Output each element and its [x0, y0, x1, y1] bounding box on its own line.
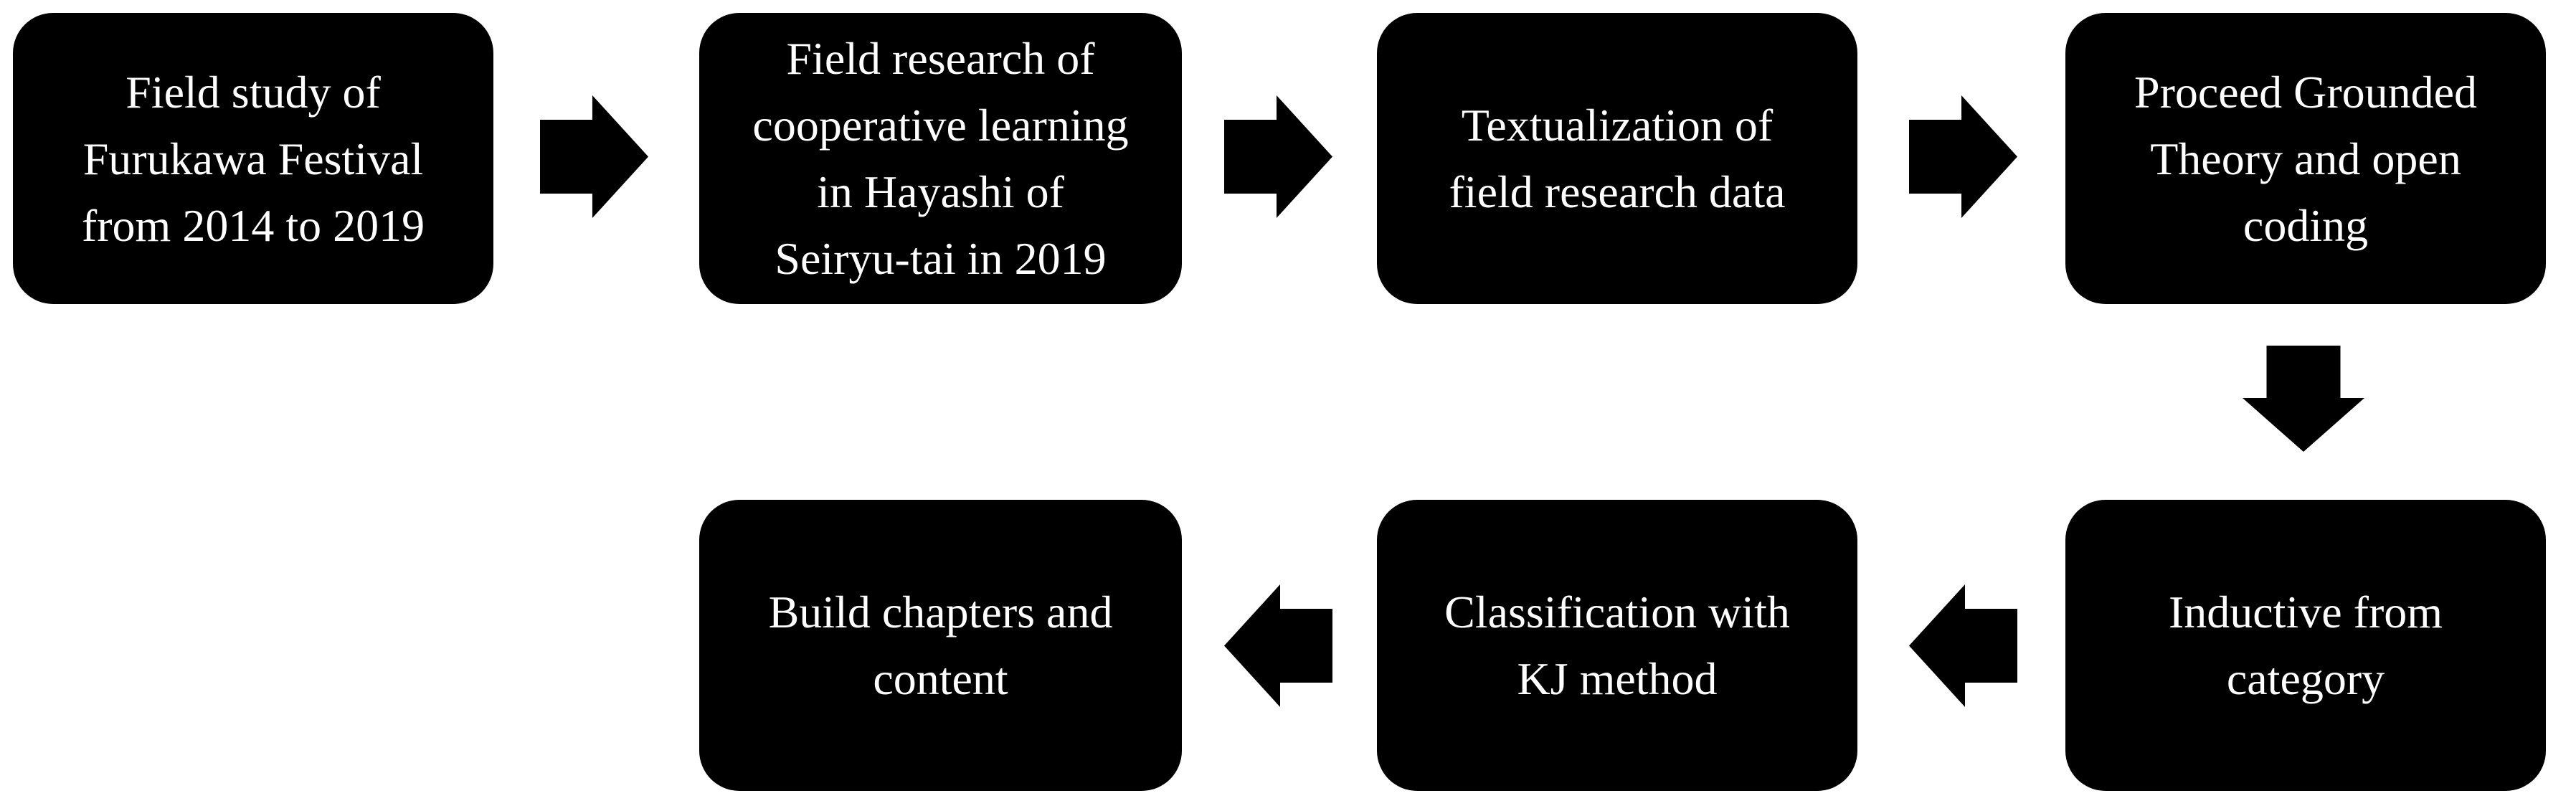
flow-node-kj-classification: Classification with KJ method [1377, 500, 1857, 791]
arrow-down-icon [2243, 346, 2364, 452]
flow-node-label: Build chapters and content [768, 587, 1113, 704]
flow-node-build-chapters: Build chapters and content [699, 500, 1182, 791]
flow-node-label: Field research of cooperative learning i… [752, 33, 1129, 284]
flow-node-grounded-theory: Proceed Grounded Theory and open coding [2065, 13, 2546, 304]
flow-node-textualization: Textualization of field research data [1377, 13, 1857, 304]
flow-node-label: Textualization of field research data [1449, 100, 1786, 217]
flow-node-field-study: Field study of Furukawa Festival from 20… [13, 13, 493, 304]
flow-node-label: Field study of Furukawa Festival from 20… [81, 66, 425, 251]
arrow-left-icon [1224, 584, 1332, 707]
arrow-right-icon [1909, 95, 2017, 218]
arrow-left-icon [1909, 584, 2017, 707]
flow-node-inductive-category: Inductive from category [2065, 500, 2546, 791]
flow-node-label: Inductive from category [2168, 587, 2443, 704]
flow-node-field-research: Field research of cooperative learning i… [699, 13, 1182, 304]
arrow-right-icon [540, 95, 648, 218]
flow-node-label: Classification with KJ method [1444, 587, 1790, 704]
flow-node-label: Proceed Grounded Theory and open coding [2134, 66, 2478, 251]
arrow-right-icon [1224, 95, 1332, 218]
